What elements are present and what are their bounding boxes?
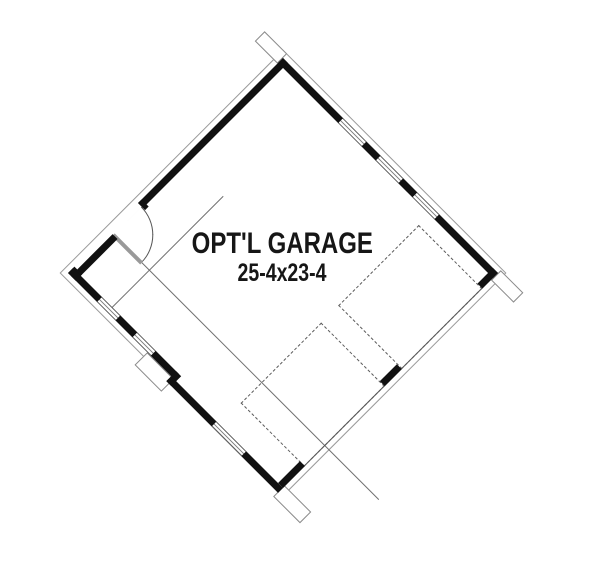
room-title: OPT'L GARAGE (191, 227, 373, 260)
label-block: OPT'L GARAGE 25-4x23-4 (140, 227, 424, 287)
room-dimensions: 25-4x23-4 (237, 259, 327, 287)
